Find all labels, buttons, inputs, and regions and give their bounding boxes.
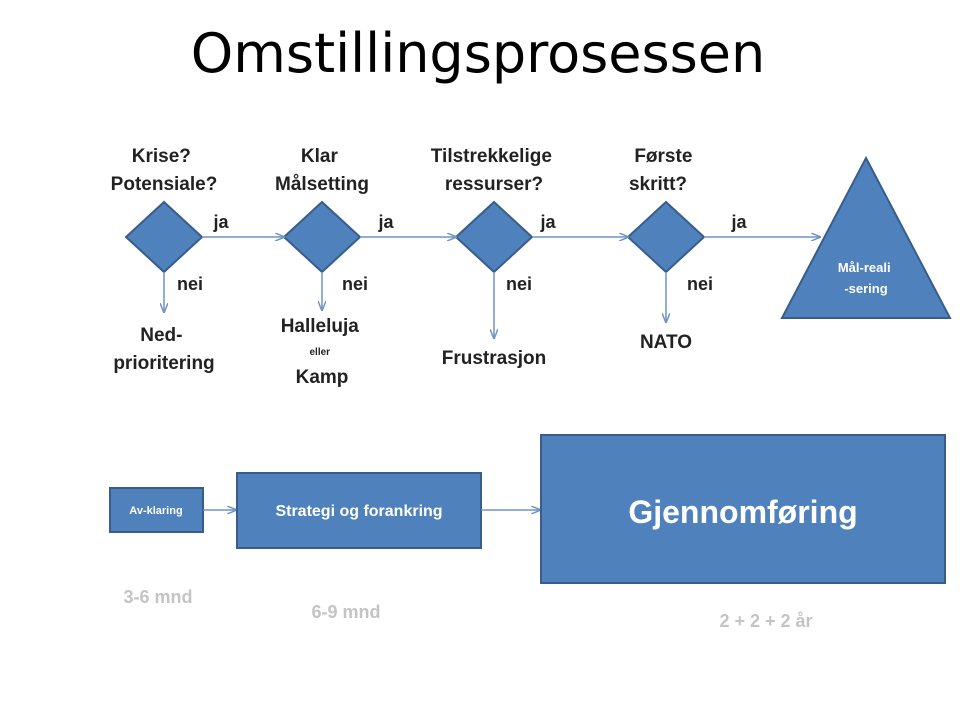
decision-question: Første skritt? [629, 146, 698, 195]
goal-label: Mål-reali -sering [838, 260, 894, 296]
no-label: nei [506, 274, 532, 294]
decision-diamond [626, 200, 706, 274]
phase-label: Av-klaring [129, 505, 182, 517]
yes-label: ja [212, 212, 229, 232]
goal-triangle: Mål-reali -sering [780, 155, 952, 319]
phase-duration: 3-6 mnd [123, 587, 192, 607]
decision-outcome: Frustrasjon [442, 348, 547, 369]
decision-1: Krise? Potensiale? ja nei Ned- prioriter… [111, 146, 230, 374]
yes-label: ja [377, 212, 394, 232]
decision-outcome: Ned- prioritering [113, 325, 214, 374]
phase-avklaring: Av-klaring 3-6 mnd [109, 487, 204, 607]
phase-box [540, 434, 946, 584]
decision-2: Klar Målsetting ja nei Halleluja eller K… [275, 146, 394, 388]
page-title: Omstillingsprosessen [191, 22, 765, 85]
decision-diamond [454, 200, 534, 274]
decision-diamond [282, 200, 362, 274]
phase-label: Strategi og forankring [275, 503, 442, 520]
decision-outcome: Halleluja eller Kamp [281, 316, 364, 388]
phase-duration: 6-9 mnd [311, 602, 380, 622]
decision-question: Tilstrekkelige ressurser? [431, 146, 557, 195]
no-label: nei [687, 274, 713, 294]
decision-question: Klar Målsetting [275, 146, 369, 195]
phase-box [109, 487, 204, 533]
phase-strategi: Strategi og forankring 6-9 mnd [236, 472, 482, 622]
phase-label: Gjennomføring [628, 494, 857, 530]
yes-label: ja [539, 212, 556, 232]
phase-duration: 2 + 2 + 2 år [719, 611, 812, 631]
phase-box [236, 472, 482, 549]
decision-3: Tilstrekkelige ressurser? ja nei Frustra… [431, 146, 557, 369]
no-label: nei [177, 274, 203, 294]
decision-question: Krise? Potensiale? [111, 146, 218, 195]
phase-gjennomforing: Gjennomføring 2 + 2 + 2 år [540, 434, 946, 631]
decision-diamond [124, 200, 204, 274]
decision-4: Første skritt? ja nei NATO [626, 146, 747, 353]
goal-shape [780, 155, 952, 319]
decision-outcome: NATO [640, 332, 692, 353]
no-label: nei [342, 274, 368, 294]
yes-label: ja [730, 212, 747, 232]
